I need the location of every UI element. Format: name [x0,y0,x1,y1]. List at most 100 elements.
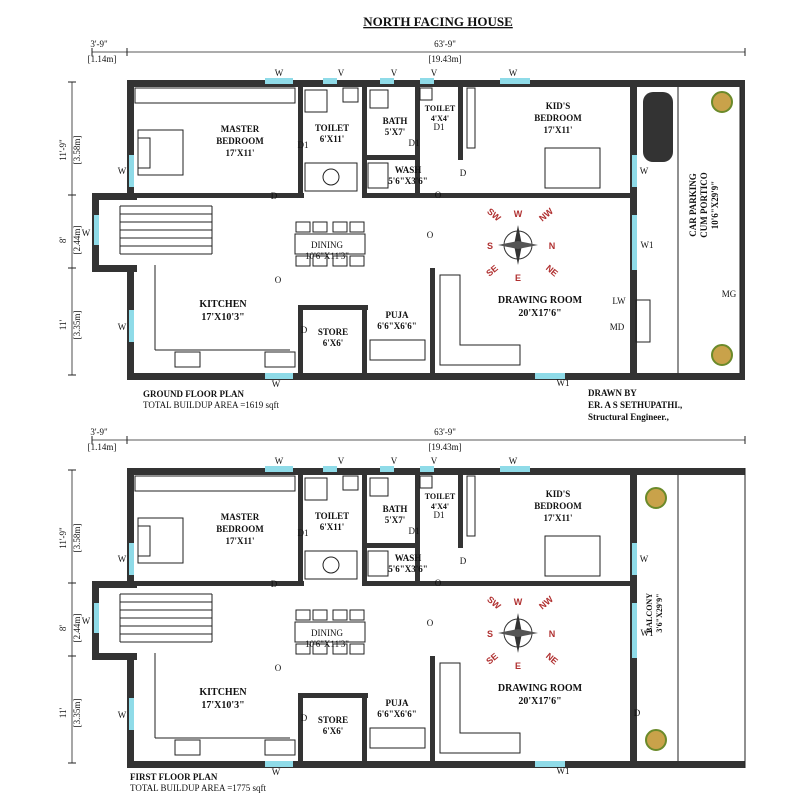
wall-store-right [362,693,367,765]
mark-w1: W1 [641,628,654,638]
store-label: STORE [318,715,348,725]
compass-s: S [487,241,493,251]
wall-toilet-bath [362,468,367,583]
vent-v3 [420,78,434,84]
window-w7 [535,761,565,767]
window-w9 [632,215,637,270]
toilet2-wc [419,87,433,101]
dim-total-m: [19.43m] [428,442,461,452]
compass-nw: NW [537,594,555,612]
vent-v2 [380,466,394,472]
wall-wash-bottom [362,193,462,198]
chair [349,221,365,233]
mark-w: W [82,616,91,626]
chair [295,609,311,621]
wall-store-top [298,693,368,698]
wall-bath-toilet2 [415,80,420,195]
compass-s: S [487,629,493,639]
wall-toilet2-kids [458,468,463,548]
wall-wash-top [362,543,420,548]
balcony-label: BALCONY [645,593,654,633]
chair [312,255,328,267]
mark-w: W [118,322,127,332]
puja-altar [369,339,426,361]
toilet2-size: 4'X4' [431,502,449,511]
bath-label: BATH [383,504,408,514]
drawing-size: 20'X17'6" [518,308,561,319]
mark-d1: D1 [434,122,445,132]
wall-master-bottom [134,581,304,586]
dim-h2-m: [2.44m] [72,226,82,255]
bath-basin [369,89,389,109]
kids-bed [544,535,601,577]
kids-label: KID'S [546,101,571,111]
wash-sink [367,550,389,577]
vent-v1 [323,466,337,472]
plant-icon [645,487,667,509]
parking-wall-right [740,80,745,380]
stair-wall-top [92,193,137,200]
dim-h3: 11' [58,319,68,330]
chair [312,643,328,655]
compass-n: N [549,241,556,251]
credit-line-3: Structural Engineer., [588,412,669,422]
parking-label-2: CUM PORTICO [699,172,709,237]
wall-store-right [362,305,367,377]
store-label: STORE [318,327,348,337]
dim-h3-m: [3.35m] [72,311,82,340]
mark-w1: W1 [557,766,570,776]
mark-d: D [460,556,467,566]
wall-toilet-lower [298,543,303,583]
dim-h2: 8' [58,237,68,244]
dim-h3: 11' [58,707,68,718]
wall-master-toilet [298,80,303,195]
bath-basin [369,477,389,497]
mark-d1: D1 [298,528,309,538]
window-w2 [500,466,530,472]
compass-sw: SW [485,594,503,611]
stair-wall-top [92,581,137,588]
mark-mg: MG [722,289,737,299]
wash-basin [304,89,328,113]
toilet-label: TOILET [315,123,349,133]
mark-w: W [118,710,127,720]
mark-o: O [435,190,442,200]
bathtub [304,550,358,580]
first-area-label: TOTAL BUILDUP AREA =1775 sqft [130,783,267,793]
compass-needle-ew [498,629,538,637]
window-w1 [265,78,293,84]
wardrobe [134,475,296,492]
chair [312,221,328,233]
compass-ne: NE [544,263,560,279]
plant-icon [711,91,733,113]
mark-w: W [118,166,127,176]
store-size: 6'X6' [323,726,344,736]
bath-label: BATH [383,116,408,126]
wardrobe [134,87,296,104]
puja-size: 6'6"X6'6" [377,709,417,719]
window-w9 [632,603,637,658]
kids-wardrobe [466,87,476,149]
mark-d: D [634,708,641,718]
mark-o: O [275,275,282,285]
dining-label: DINING [311,628,343,638]
drawing-size: 20'X17'6" [518,696,561,707]
outer-wall-left-upper [127,468,134,583]
kitchen-size: 17'X10'3" [201,700,244,711]
kids-bed [544,147,601,189]
puja-altar [369,727,426,749]
vent-v1 [323,78,337,84]
chair [332,643,348,655]
mark-w: W [640,166,649,176]
mark-d: D [271,579,278,589]
mark-v: V [338,456,345,466]
mark-d: D [460,168,467,178]
sofa [439,274,521,366]
mark-v: V [431,456,438,466]
wash-label: WASH [395,165,422,175]
wash-basin [304,477,328,501]
wall-master-bottom [134,193,304,198]
mark-d1: D1 [409,526,420,536]
wall-bath-toilet2 [415,468,420,583]
window-w1 [265,466,293,472]
